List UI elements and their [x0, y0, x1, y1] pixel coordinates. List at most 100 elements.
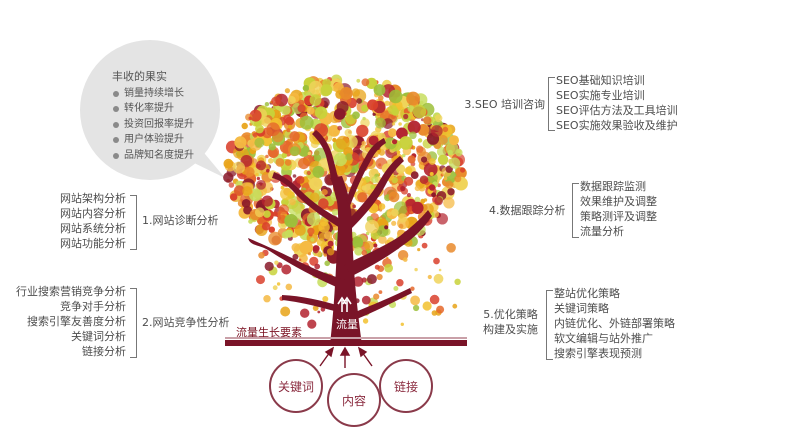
section2-title: 2.网站竞争性分析 — [142, 316, 230, 329]
canopy-dot — [292, 174, 297, 178]
canopy-dot — [430, 125, 443, 137]
canopy-dot — [289, 146, 300, 157]
canopy-dot — [378, 95, 384, 101]
canopy-dot — [391, 122, 396, 126]
canopy-dot — [289, 131, 300, 142]
canopy-dot — [352, 204, 356, 209]
harvest-item: 用户体验提升 — [112, 132, 194, 148]
canopy-dot — [417, 138, 423, 143]
canopy-dot — [353, 236, 360, 244]
root-keyword: 关键词 — [269, 359, 323, 413]
canopy-dot — [335, 135, 350, 150]
section4-title: 4.数据跟踪分析 — [489, 204, 566, 217]
canopy-dot — [234, 136, 247, 149]
canopy-dot — [443, 176, 448, 181]
canopy-dot — [399, 136, 413, 150]
canopy-dot — [272, 285, 278, 291]
canopy-dot — [409, 220, 414, 225]
canopy-dot — [232, 161, 245, 174]
canopy-dot — [419, 175, 429, 184]
harvest-item: 转化率提升 — [112, 101, 194, 117]
canopy-dot — [436, 305, 445, 314]
section3-items: SEO基础知识培训 SEO实施专业培训 SEO评估方法及工具培训 SEO实施效果… — [556, 73, 678, 133]
section3-item: SEO评估方法及工具培训 — [556, 104, 678, 117]
canopy-dot — [410, 286, 415, 291]
canopy-dot — [437, 154, 449, 165]
canopy-dot — [334, 108, 346, 120]
canopy-dot — [373, 293, 380, 300]
canopy-dot — [416, 145, 424, 153]
canopy-dot — [454, 278, 461, 285]
canopy-dot — [309, 256, 319, 266]
canopy-dot — [334, 164, 346, 176]
canopy-dot — [417, 248, 421, 252]
section4-item: 流量分析 — [580, 225, 624, 238]
canopy-dot — [449, 135, 459, 146]
canopy-dot — [361, 104, 369, 112]
canopy-dot — [332, 137, 337, 143]
canopy-dot — [223, 172, 234, 183]
canopy-dot — [308, 252, 311, 256]
canopy-dot — [284, 214, 298, 228]
harvest-item: 品牌知名度提升 — [112, 148, 194, 164]
canopy-dot — [275, 158, 285, 167]
canopy-dot — [455, 148, 463, 157]
canopy-dot — [254, 137, 265, 148]
canopy-dot — [272, 211, 278, 217]
canopy-dot — [434, 196, 443, 206]
canopy-dot — [328, 124, 340, 137]
canopy-dot — [265, 154, 269, 159]
canopy-dot — [433, 273, 444, 284]
canopy-dot — [312, 305, 319, 311]
canopy-dot — [312, 247, 319, 254]
canopy-dot — [281, 152, 288, 159]
canopy-dot — [266, 168, 270, 173]
section5-title: 5.优化策略 构建及实施 — [483, 307, 538, 337]
canopy-dot — [391, 220, 397, 226]
canopy-dot — [410, 171, 419, 180]
canopy-dot — [374, 117, 386, 129]
harvest-bubble — [80, 40, 225, 180]
canopy-dot — [406, 91, 420, 106]
canopy-dot — [428, 184, 436, 191]
canopy-dot — [351, 88, 360, 97]
canopy-dot — [324, 260, 331, 267]
canopy-dot — [403, 113, 409, 120]
section3-item: SEO实施专业培训 — [556, 89, 645, 102]
canopy-dot — [333, 152, 347, 167]
canopy-dot — [280, 105, 291, 115]
canopy-dot — [318, 221, 330, 233]
canopy-dot — [398, 122, 402, 126]
canopy-dot — [287, 96, 296, 105]
canopy-dot — [447, 149, 453, 156]
canopy-dot — [248, 219, 253, 224]
canopy-dot — [263, 295, 271, 303]
canopy-dot — [287, 124, 293, 130]
section1-item: 网站功能分析 — [60, 237, 126, 250]
section5-item: 关键词策略 — [554, 302, 609, 315]
canopy-dot — [324, 231, 333, 240]
canopy-dot — [378, 149, 386, 156]
canopy-dot — [318, 198, 329, 209]
canopy-dot — [388, 191, 400, 203]
canopy-dot — [396, 150, 401, 154]
canopy-dot — [422, 301, 432, 311]
canopy-dot — [357, 192, 368, 203]
canopy-dot — [280, 187, 293, 201]
canopy-dot — [406, 205, 413, 212]
canopy-dot — [362, 318, 369, 324]
canopy-dot — [264, 261, 274, 271]
canopy-dot — [460, 167, 466, 173]
canopy-dot — [298, 99, 305, 106]
root-arrows — [319, 346, 373, 368]
canopy-dot — [449, 157, 461, 169]
section2-item: 搜索引擎友善度分析 — [27, 315, 126, 328]
canopy-dot — [388, 89, 403, 104]
canopy-dot — [393, 286, 399, 291]
canopy-dot — [256, 275, 265, 285]
canopy-dot — [407, 120, 421, 134]
canopy-dot — [396, 279, 404, 287]
canopy-dot — [376, 273, 383, 281]
canopy-dot — [361, 295, 371, 305]
canopy-dot — [378, 235, 387, 244]
